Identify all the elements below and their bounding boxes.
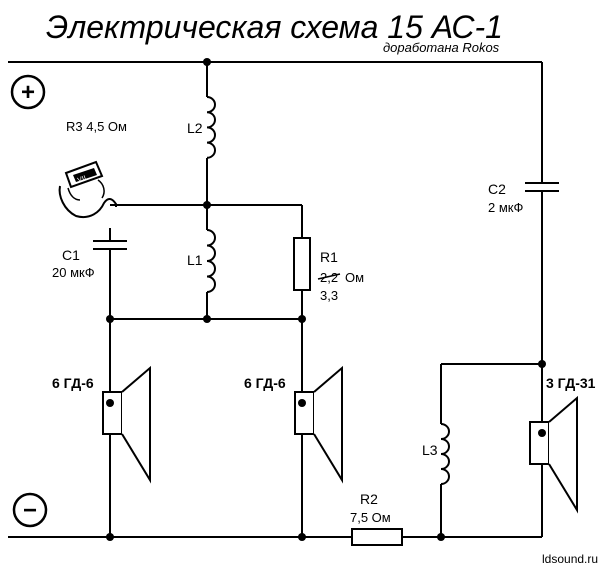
c1-name: C1	[62, 247, 80, 263]
r1-name: R1	[320, 249, 338, 265]
speaker-3-label: 3 ГД-31	[546, 375, 596, 391]
r1-old-value: 2,2	[320, 270, 338, 285]
r1-new-value: 3,3	[320, 288, 338, 303]
r1-unit: Ом	[345, 270, 364, 285]
speaker-1: 6 ГД-6	[52, 365, 151, 484]
diagram-title: Электрическая схема 15 АС-1	[46, 9, 503, 45]
speaker-2-label: 6 ГД-6	[244, 375, 286, 391]
r3-icon-text: VII	[77, 175, 87, 185]
l1-label: L1	[187, 252, 203, 268]
wires	[8, 61, 543, 538]
hand-holding-resistor-icon: VII	[58, 160, 117, 218]
junctions	[106, 58, 546, 541]
inductor-l1: L1	[187, 229, 216, 293]
capacitor-c1: C1 20 мкФ	[52, 240, 127, 280]
speaker-2: 6 ГД-6	[244, 365, 343, 484]
l2-label: L2	[187, 120, 203, 136]
inductor-l3: L3	[422, 423, 450, 485]
r3-resistor: R3 4,5 Ом VII	[58, 119, 127, 218]
r3-label: R3 4,5 Ом	[66, 119, 127, 134]
r2-value: 7,5 Ом	[350, 510, 391, 525]
inductor-l2: L2	[187, 96, 216, 159]
speaker-1-label: 6 ГД-6	[52, 375, 94, 391]
diagram-subtitle: доработана Rokos	[383, 40, 500, 55]
c2-value: 2 мкФ	[488, 200, 523, 215]
minus-symbol: −	[23, 497, 37, 524]
r2-name: R2	[360, 491, 378, 507]
c2-name: C2	[488, 181, 506, 197]
plus-terminal: +	[10, 74, 46, 110]
watermark: ldsound.ru	[542, 552, 598, 566]
resistor-r2: R2 7,5 Ом	[350, 491, 403, 546]
speaker-3: 3 ГД-31	[529, 375, 596, 514]
minus-terminal: −	[12, 492, 48, 528]
resistor-r1: R1 2,2 Ом 3,3	[293, 237, 364, 303]
capacitor-c2: C2 2 мкФ	[488, 181, 559, 215]
plus-symbol: +	[21, 79, 35, 106]
c1-value: 20 мкФ	[52, 265, 95, 280]
l3-label: L3	[422, 442, 438, 458]
